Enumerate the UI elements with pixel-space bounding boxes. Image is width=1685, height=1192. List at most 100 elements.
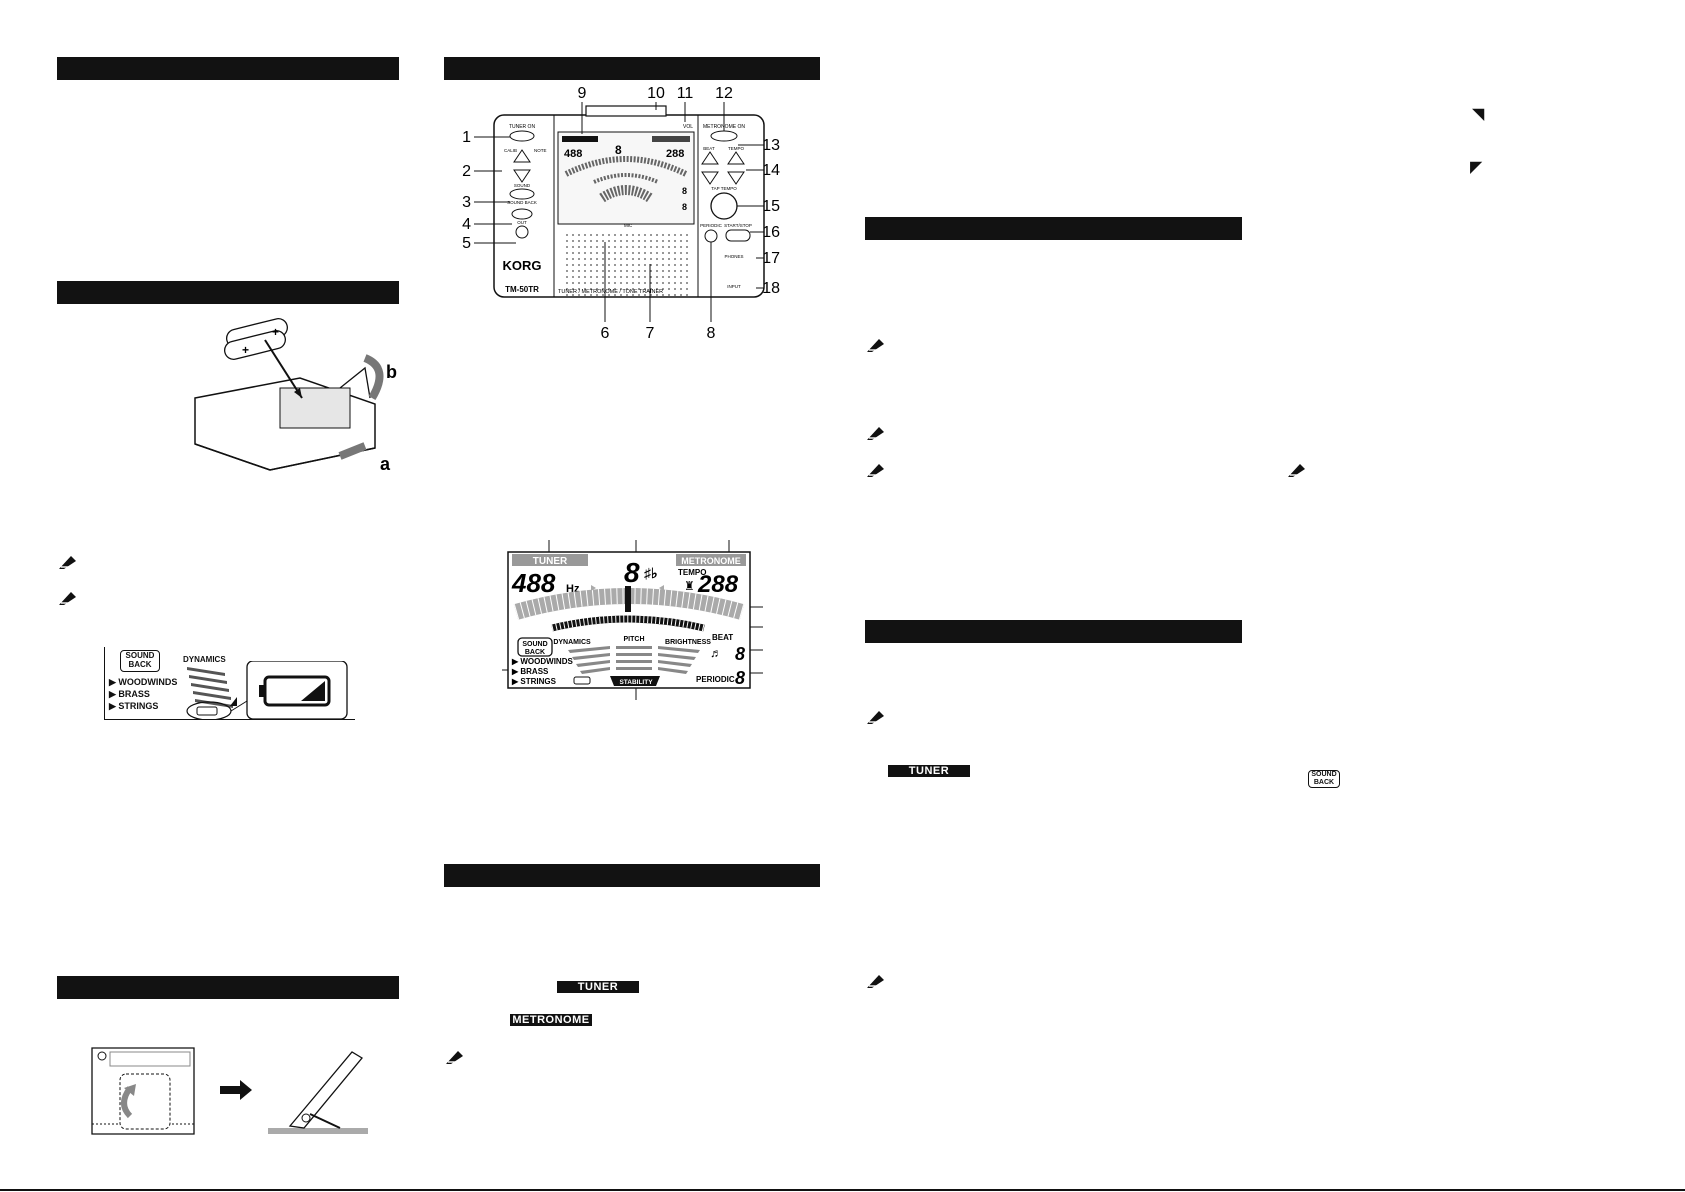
tempo-down-button[interactable] [727, 171, 745, 185]
label-a: a [380, 454, 391, 474]
woodwinds-label: ▶ WOODWINDS [511, 657, 573, 666]
strings-label: ▶ STRINGS [109, 701, 159, 711]
label-b: b [386, 362, 397, 382]
note-icon [867, 711, 884, 724]
tempo-value: 288 [697, 571, 739, 598]
tap-tempo-button[interactable] [710, 192, 738, 220]
stand-figure [91, 1047, 368, 1135]
sound-back-line1: SOUND [1311, 771, 1337, 778]
metronome-on-button[interactable] [710, 130, 738, 142]
note-icon [867, 339, 884, 352]
section-header-bar [444, 864, 820, 887]
speaker-grille [562, 230, 690, 296]
periodic-label: PERIODIC [700, 223, 723, 228]
periodic-button[interactable] [704, 229, 718, 243]
device-subtitle: TUNER / METRONOME / TONE TRAINER [558, 289, 663, 295]
model-name: TM-50TR [505, 285, 539, 294]
svg-text:+: + [242, 343, 249, 357]
svg-text:288: 288 [666, 148, 684, 160]
beat-up-button[interactable] [701, 151, 719, 165]
calib-down-button[interactable] [513, 169, 531, 183]
sound-back-badge: SOUND BACK [120, 650, 160, 672]
dynamics-label: DYNAMICS [553, 639, 591, 646]
sound-back-label: SOUND BACK [507, 200, 537, 205]
sound-back-line1: SOUND [522, 641, 547, 648]
section-header-bar [865, 217, 1242, 240]
battery-install-figure: + + b a [194, 318, 397, 474]
triangle-right-icon: ◤ [1470, 159, 1483, 176]
mic-label: MIC [624, 223, 633, 228]
start-stop-button[interactable] [725, 229, 751, 242]
note-icon [59, 592, 76, 605]
korg-logo: KORG [503, 258, 542, 273]
callout-15: 15 [762, 198, 780, 215]
tuner-badge: TUNER [888, 765, 970, 777]
section-header-bar [57, 281, 399, 304]
section-header-bar [57, 976, 399, 999]
callout-5: 5 [462, 235, 471, 252]
vol-label: VOL [683, 124, 693, 130]
note-value: 8 [624, 557, 640, 588]
strings-label: ▶ STRINGS [511, 677, 557, 686]
beat-down-button[interactable] [701, 171, 719, 185]
bottom-rule [0, 1189, 1685, 1191]
section-header-bar [865, 620, 1242, 643]
callout-17: 17 [762, 250, 780, 267]
tempo-up-button[interactable] [727, 151, 745, 165]
callout-6: 6 [601, 325, 610, 342]
sound-back-line2: BACK [1313, 778, 1335, 786]
svg-text:8: 8 [682, 202, 687, 212]
sound-back-line1: SOUND [125, 651, 155, 660]
sound-back-line2: BACK [128, 660, 152, 669]
svg-text:8: 8 [615, 143, 622, 157]
sound-back-badge [517, 637, 553, 657]
sound-label: SOUND [514, 183, 531, 188]
calib-label: CALIB [504, 148, 517, 153]
battery-lcd-inset: SOUND BACK DYNAMICS ▶ WOODWINDS ▶ BRASS … [104, 647, 355, 720]
out-label: OUT [517, 220, 527, 225]
calib-up-button[interactable] [513, 149, 531, 163]
sound-back-line2: BACK [525, 649, 545, 656]
note-icon [59, 556, 76, 569]
battery-icon: + + [224, 318, 288, 360]
callout-1: 1 [462, 129, 471, 146]
callout-13: 13 [762, 137, 780, 154]
beat-label: BEAT [712, 633, 733, 642]
device-lcd [557, 131, 695, 225]
brass-label: ▶ BRASS [511, 667, 549, 676]
pitch-label: PITCH [624, 636, 645, 643]
callout-14: 14 [762, 162, 780, 179]
callout-8: 8 [707, 325, 716, 342]
metronome-badge: METRONOME [510, 1014, 592, 1026]
svg-text:+: + [272, 325, 279, 339]
out-jack [515, 225, 529, 239]
note-icon [446, 1051, 463, 1064]
svg-text:488: 488 [564, 148, 582, 160]
slide-arrow-icon [338, 442, 367, 460]
out-button[interactable] [511, 208, 533, 220]
callout-12: 12 [715, 85, 733, 102]
frequency-value: 488 [511, 568, 556, 598]
input-label: INPUT [727, 284, 741, 289]
sound-button[interactable] [509, 188, 535, 200]
triangle-left-icon: ◥ [1472, 106, 1485, 123]
rotate-arrow-icon [363, 354, 384, 401]
periodic-value: 8 [735, 668, 745, 688]
callout-9: 9 [578, 85, 587, 102]
callout-16: 16 [762, 224, 780, 241]
device-diagram: 9 10 11 12 1 2 3 4 5 13 14 15 16 17 18 6… [462, 85, 780, 342]
lcd-display-diagram: TUNER METRONOME 488 Hz 8 ♯♭ TEMPO ♜ 288 … [502, 540, 763, 700]
tuner-tag-text: TUNER [533, 556, 568, 567]
callout-4: 4 [462, 216, 471, 233]
callout-3: 3 [462, 194, 471, 211]
tuner-on-button[interactable] [509, 130, 535, 142]
callout-11: 11 [677, 85, 694, 102]
battery-low-icon [196, 706, 218, 716]
meter-needle [625, 586, 631, 612]
note-label: NOTE [534, 148, 547, 153]
tempo-label: TEMPO [678, 568, 706, 577]
periodic-label: PERIODIC [696, 675, 735, 684]
sound-back-badge: SOUND BACK [1308, 770, 1340, 788]
note-icon [867, 464, 884, 477]
metronome-icon: ♜ [684, 579, 695, 593]
